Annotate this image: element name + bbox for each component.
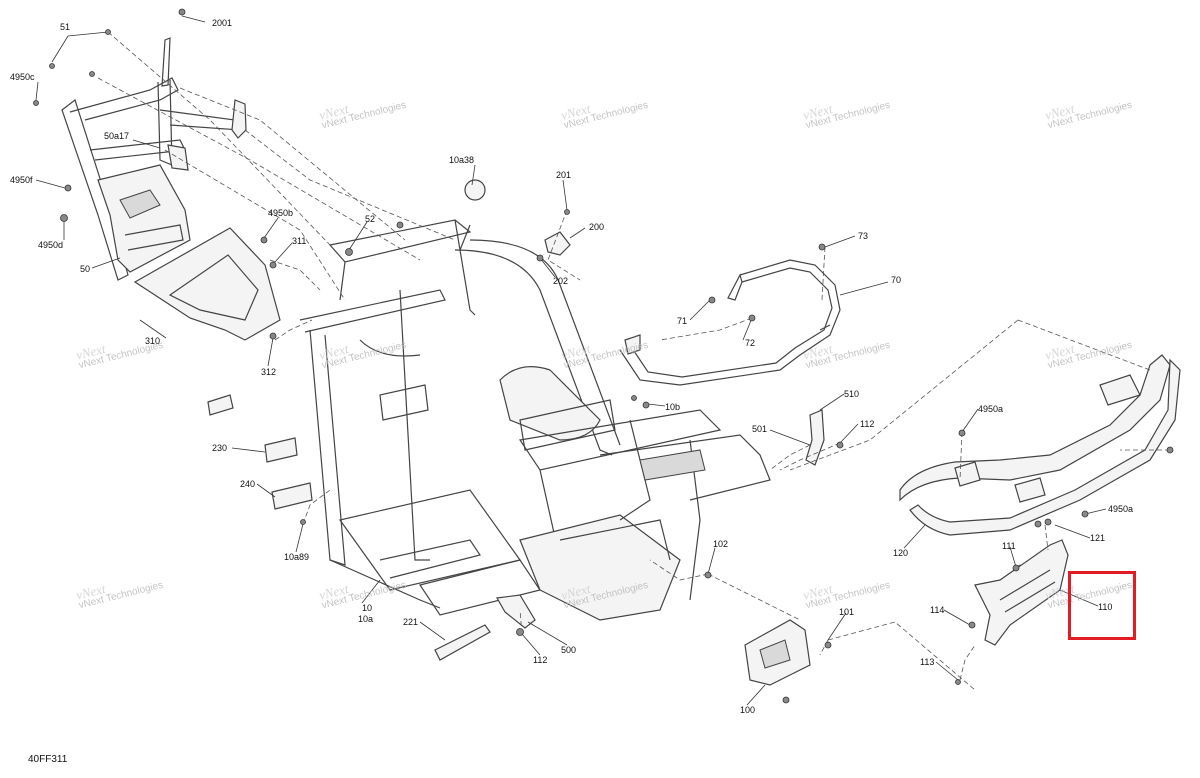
- callout-500[interactable]: 500: [561, 645, 577, 655]
- fasteners: [33, 8, 1174, 704]
- main-frame-10: [299, 179, 771, 621]
- seat-support-frame-50: [61, 37, 247, 281]
- callout-221[interactable]: 221: [403, 617, 419, 627]
- callout-230[interactable]: 230: [212, 443, 228, 453]
- assembly-dashed-lines: [97, 31, 1170, 691]
- callout-51[interactable]: 51: [60, 22, 71, 32]
- bracket-200: [544, 231, 571, 256]
- callout-120[interactable]: 120: [893, 548, 909, 558]
- seat-bracket-310: [133, 227, 281, 341]
- callout-2001[interactable]: 2001: [212, 18, 233, 28]
- callout-71[interactable]: 71: [677, 316, 688, 326]
- bracket-500: [496, 594, 536, 629]
- callout-52[interactable]: 52: [365, 214, 376, 224]
- callout-4950c[interactable]: 4950c: [10, 72, 35, 82]
- pad-240: [271, 482, 313, 510]
- callout-311[interactable]: 311: [292, 236, 307, 246]
- callout-200[interactable]: 200: [589, 222, 605, 232]
- callout-501[interactable]: 501: [752, 424, 768, 434]
- callout-100[interactable]: 100: [740, 705, 756, 715]
- callout-4950a[interactable]: 4950a: [978, 404, 1004, 414]
- callout-310[interactable]: 310: [145, 336, 161, 346]
- callout-312[interactable]: 312: [261, 367, 277, 377]
- callout-102[interactable]: 102: [713, 539, 729, 549]
- callout-10a38[interactable]: 10a38: [449, 155, 475, 165]
- callout-113[interactable]: 113: [920, 657, 935, 667]
- leader-lines: [35, 15, 1107, 706]
- callout-240[interactable]: 240: [240, 479, 256, 489]
- rear-bumper-70: [619, 259, 841, 386]
- front-bumper-120: [899, 354, 1181, 536]
- callout-4950d[interactable]: 4950d: [38, 240, 64, 250]
- bracket-510: [805, 409, 825, 466]
- callout-201[interactable]: 201: [556, 170, 572, 180]
- callout-70[interactable]: 70: [891, 275, 902, 285]
- callout-10a89[interactable]: 10a89: [284, 552, 310, 562]
- callout-112[interactable]: 112: [533, 655, 548, 665]
- callout-111[interactable]: 111: [1002, 541, 1016, 551]
- pad-230b: [264, 437, 298, 463]
- callout-114[interactable]: 114: [930, 605, 945, 615]
- callout-101[interactable]: 101: [839, 607, 855, 617]
- callout-4950f[interactable]: 4950f: [10, 175, 33, 185]
- callout-121[interactable]: 121: [1090, 533, 1106, 543]
- callout-73[interactable]: 73: [858, 231, 869, 241]
- figure-code: 40FF311: [28, 754, 68, 765]
- callout-112[interactable]: 112: [860, 419, 875, 429]
- plate-221: [434, 624, 491, 661]
- callout-4950b[interactable]: 4950b: [268, 208, 294, 218]
- callout-72[interactable]: 72: [745, 338, 756, 348]
- callout-50a17[interactable]: 50a17: [104, 131, 130, 141]
- callout-110[interactable]: 110: [1098, 602, 1113, 612]
- highlighted-part-box[interactable]: [1068, 571, 1136, 640]
- pad-230: [207, 394, 234, 416]
- callout-202[interactable]: 202: [553, 276, 569, 286]
- callout-510[interactable]: 510: [844, 389, 860, 399]
- bracket-100: [744, 619, 811, 686]
- callout-10a[interactable]: 10a: [358, 614, 374, 624]
- callout-10[interactable]: 10: [362, 603, 373, 613]
- callout-4950a[interactable]: 4950a: [1108, 504, 1134, 514]
- callout-50[interactable]: 50: [80, 264, 91, 274]
- callout-10b[interactable]: 10b: [665, 402, 681, 412]
